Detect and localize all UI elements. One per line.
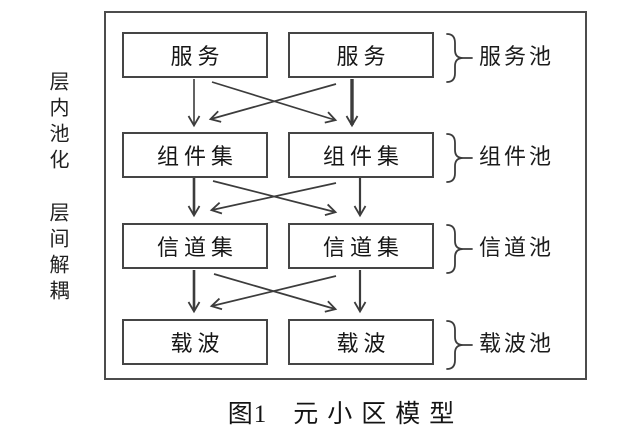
figure-caption-title: 元小区模型 <box>293 401 464 428</box>
pool-label-channel: 信道池 <box>479 235 555 260</box>
box-component-set-right: 组件集 <box>288 132 434 178</box>
pool-label-carrier: 载波池 <box>479 331 555 356</box>
box-service-left: 服务 <box>122 32 268 78</box>
side-label-intra-layer-pooling: 层内池化 <box>46 71 68 175</box>
pool-label-service: 服务池 <box>479 44 555 69</box>
box-component-set-left: 组件集 <box>122 132 268 178</box>
figure-caption: 图1 元小区模型 <box>104 394 587 428</box>
box-carrier-left: 载波 <box>122 319 268 365</box>
figure-caption-number: 图1 <box>227 401 268 428</box>
box-channel-set-right: 信道集 <box>288 223 434 269</box>
box-carrier-right: 载波 <box>288 319 434 365</box>
box-channel-set-left: 信道集 <box>122 223 268 269</box>
pool-label-component: 组件池 <box>479 144 555 169</box>
box-service-right: 服务 <box>288 32 434 78</box>
side-label-inter-layer-decoupling: 层间解耦 <box>46 202 68 306</box>
